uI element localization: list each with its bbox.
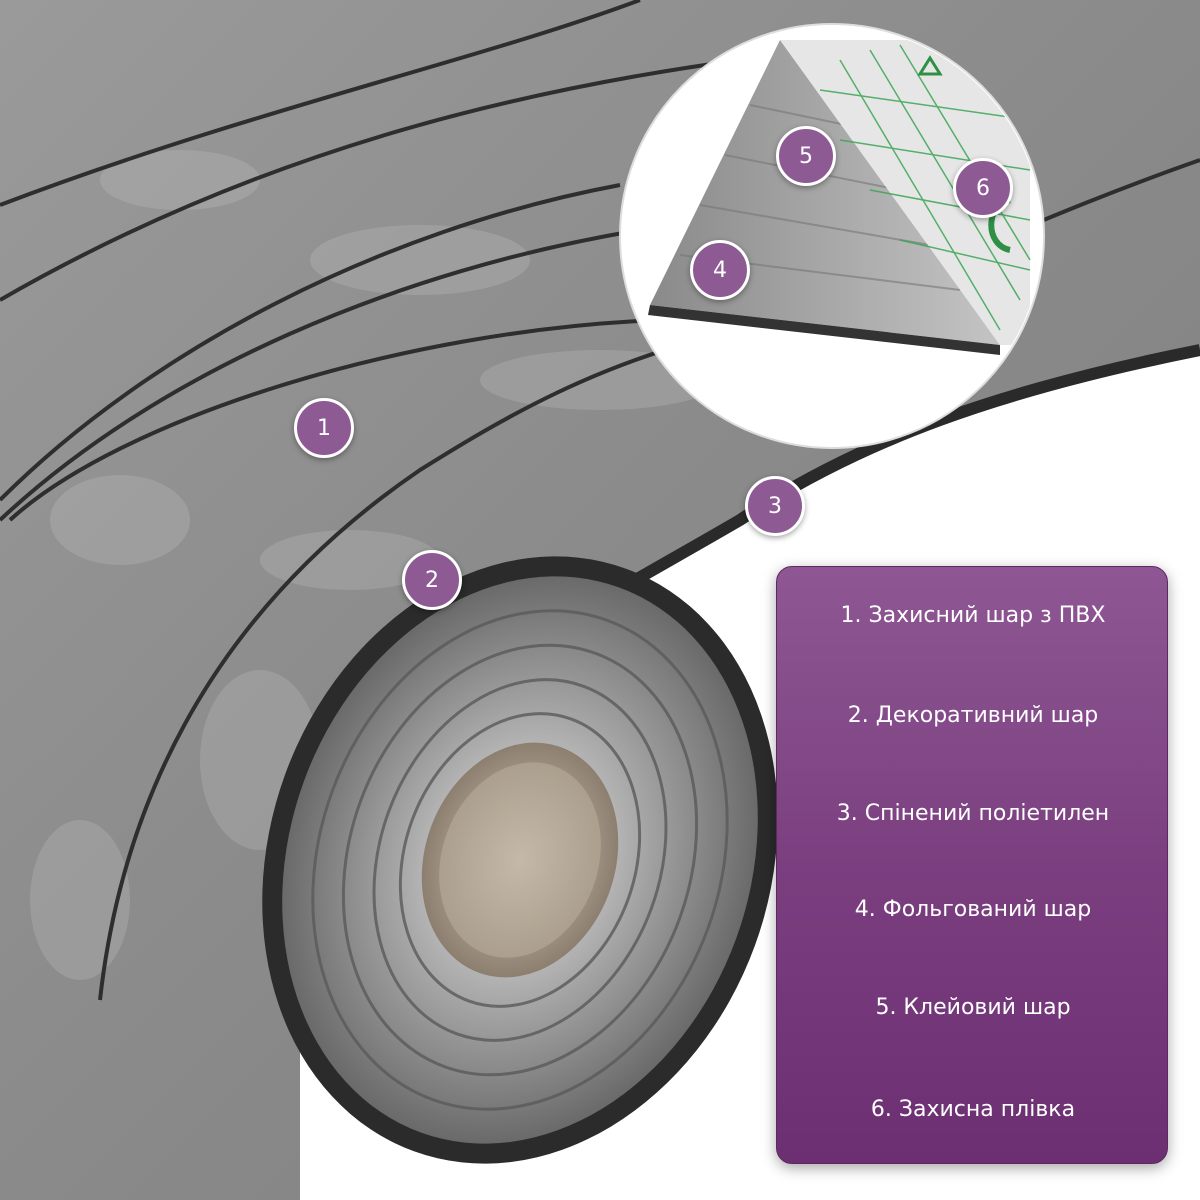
legend-item-6: 6. Захисна плівка — [870, 1097, 1076, 1122]
layer-marker-1: 1 — [294, 398, 354, 458]
layers-legend: 1. Захисний шар з ПВХ 2. Декоративний ша… — [776, 566, 1168, 1164]
material-roll — [262, 556, 778, 1164]
layer-marker-5: 5 — [776, 126, 836, 186]
layer-marker-4: 4 — [690, 240, 750, 300]
layer-marker-2: 2 — [402, 550, 462, 610]
layer-marker-3: 3 — [745, 476, 805, 536]
surface-texture — [30, 150, 720, 980]
recycle-icon — [917, 55, 943, 76]
legend-item-3: 3. Спінений поліетилен — [836, 801, 1110, 826]
legend-item-4: 4. Фольгований шар — [854, 897, 1092, 922]
layers-inset — [619, 23, 1045, 449]
legend-item-5: 5. Клейовий шар — [875, 995, 1071, 1020]
legend-item-1: 1. Захисний шар з ПВХ — [840, 603, 1106, 628]
layer-marker-6: 6 — [953, 158, 1013, 218]
legend-item-2: 2. Декоративний шар — [847, 703, 1099, 728]
